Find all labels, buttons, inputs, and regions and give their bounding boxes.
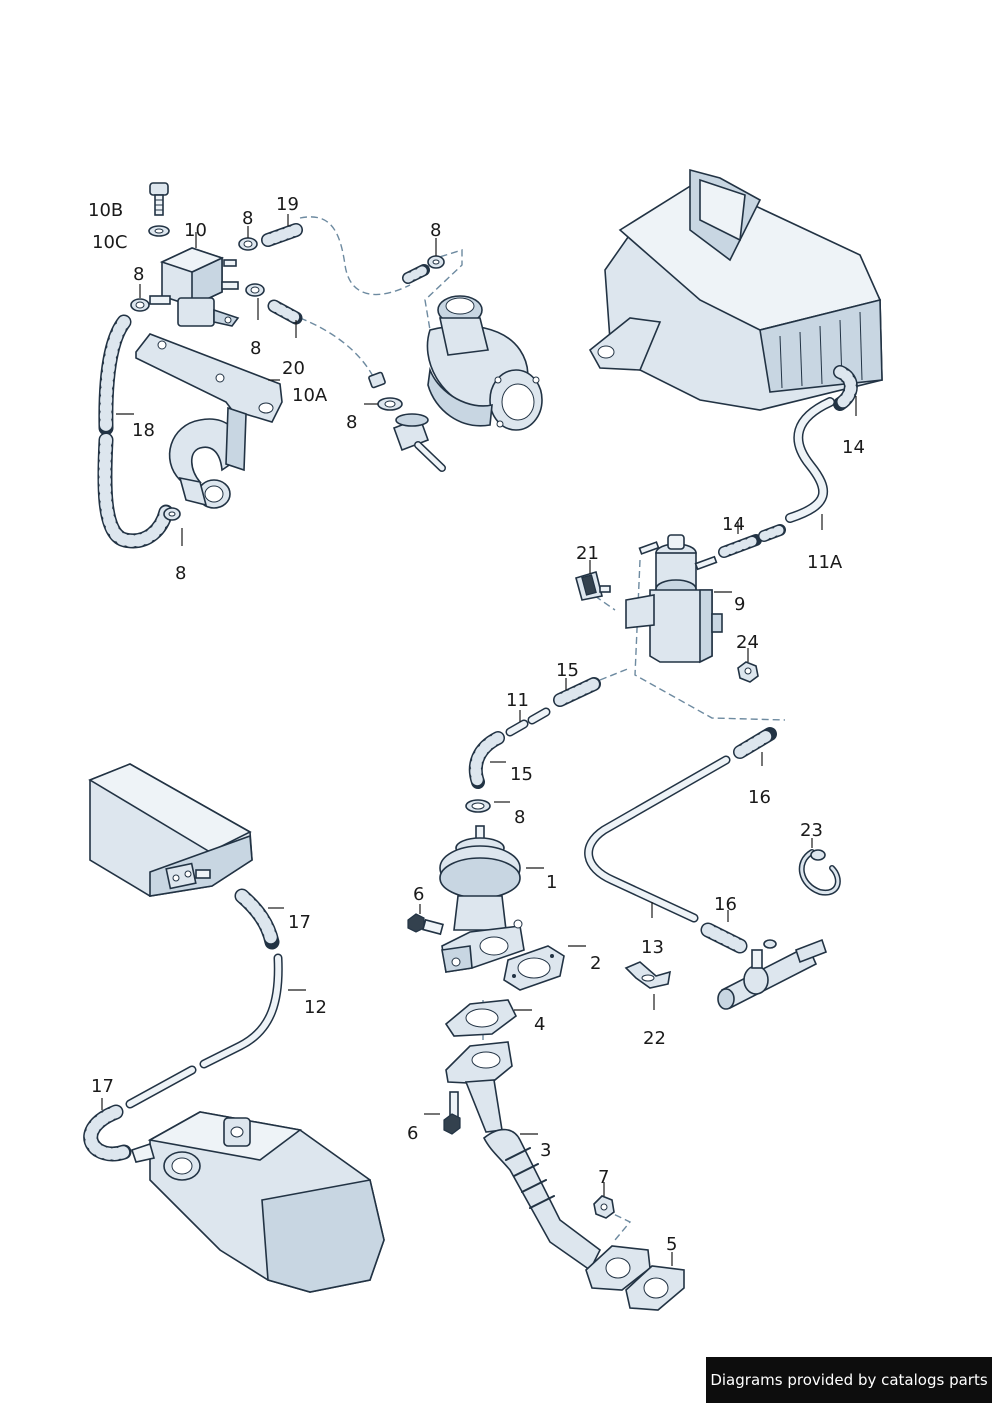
label-8-turbo: 8 (430, 220, 441, 241)
label-9: 9 (734, 594, 745, 615)
label-16-lower: 16 (714, 894, 737, 915)
label-6-egr: 6 (413, 884, 424, 905)
gasket-4 (444, 999, 518, 1037)
label-8-left: 8 (133, 264, 144, 285)
temperature-switch-21 (575, 570, 611, 601)
hose-16-lower (700, 922, 748, 954)
label-5: 5 (666, 1234, 677, 1255)
vacuum-line-13 (584, 755, 731, 923)
label-11a: 11A (807, 552, 843, 573)
hose-17-upper (234, 888, 280, 950)
vacuum-line-12 (125, 953, 283, 1109)
label-14-upper: 14 (842, 437, 865, 458)
hose-19 (261, 223, 303, 247)
egr-pipe-3 (445, 1041, 651, 1291)
label-13: 13 (641, 937, 664, 958)
nut-24 (737, 661, 759, 683)
label-16-upper: 16 (748, 787, 771, 808)
bolt-6-pipe (443, 1091, 461, 1135)
turbocharger (426, 295, 543, 431)
vacuum-line-11 (505, 707, 551, 737)
inline-filter (392, 413, 446, 472)
egr-valve-1 (439, 825, 525, 973)
hose-upper-right-small (267, 299, 303, 325)
hose-15-lower (468, 731, 505, 789)
label-23: 23 (800, 820, 823, 841)
label-18: 18 (132, 420, 155, 441)
label-17-lower: 17 (91, 1076, 114, 1097)
label-8-clamp-top: 8 (242, 208, 253, 229)
nut-7 (593, 1195, 615, 1219)
label-11: 11 (506, 690, 529, 711)
label-8-filter: 8 (346, 412, 357, 433)
label-15-upper: 15 (556, 660, 579, 681)
leader-lines (101, 214, 857, 1266)
label-7: 7 (598, 1167, 609, 1188)
vacuum-line-11a (785, 397, 835, 523)
bolt-10b (149, 182, 169, 216)
label-8-bottom: 8 (175, 563, 186, 584)
t-piece-connector (717, 938, 828, 1010)
label-20: 20 (282, 358, 305, 379)
hose-18 (97, 314, 174, 549)
elbow-connector (168, 406, 247, 509)
charcoal-canister (130, 1111, 385, 1293)
hose-17-lower (83, 1104, 132, 1162)
clamp-8-top (130, 237, 265, 312)
part-labels: 10B 10C 10 8 19 8 8 8 20 10A 8 18 8 14 1… (88, 194, 865, 1255)
label-3: 3 (540, 1140, 551, 1161)
hose-15-upper (553, 677, 601, 707)
clamp-8-turbo (402, 255, 445, 284)
label-21: 21 (576, 543, 599, 564)
label-4: 4 (534, 1014, 545, 1035)
gasket-2 (503, 945, 565, 991)
washer-10c (148, 225, 170, 237)
clamp-23 (798, 849, 841, 896)
credit-banner: Diagrams provided by catalogs parts (706, 1357, 992, 1403)
hose-14-lower (718, 524, 786, 558)
label-8-mid: 8 (250, 338, 261, 359)
label-14-lower: 14 (722, 514, 745, 535)
solenoid-valve-10 (149, 247, 240, 327)
clamp-22 (624, 961, 671, 989)
hose-16-upper (733, 727, 777, 759)
air-filter-housing (588, 168, 883, 411)
clamp-8-egr (465, 799, 491, 813)
clamp-8-lower (163, 507, 181, 521)
pressure-converter-9 (625, 534, 723, 664)
control-unit-box (88, 763, 253, 897)
label-6-pipe: 6 (407, 1123, 418, 1144)
label-24: 24 (736, 632, 759, 653)
label-17-upper: 17 (288, 912, 311, 933)
label-15-lower: 15 (510, 764, 533, 785)
label-1: 1 (546, 872, 557, 893)
label-10c: 10C (92, 232, 127, 253)
bracket-20 (135, 333, 283, 423)
label-12: 12 (304, 997, 327, 1018)
label-10a: 10A (292, 385, 328, 406)
hose-14-upper (833, 365, 858, 411)
gasket-5 (625, 1265, 685, 1311)
label-8-egr: 8 (514, 807, 525, 828)
credit-text: Diagrams provided by catalogs parts (710, 1371, 988, 1389)
label-10b: 10B (88, 200, 123, 221)
label-10: 10 (184, 220, 207, 241)
label-19: 19 (276, 194, 299, 215)
label-2: 2 (590, 953, 601, 974)
bolt-6-egr (407, 913, 444, 936)
label-22: 22 (643, 1028, 666, 1049)
